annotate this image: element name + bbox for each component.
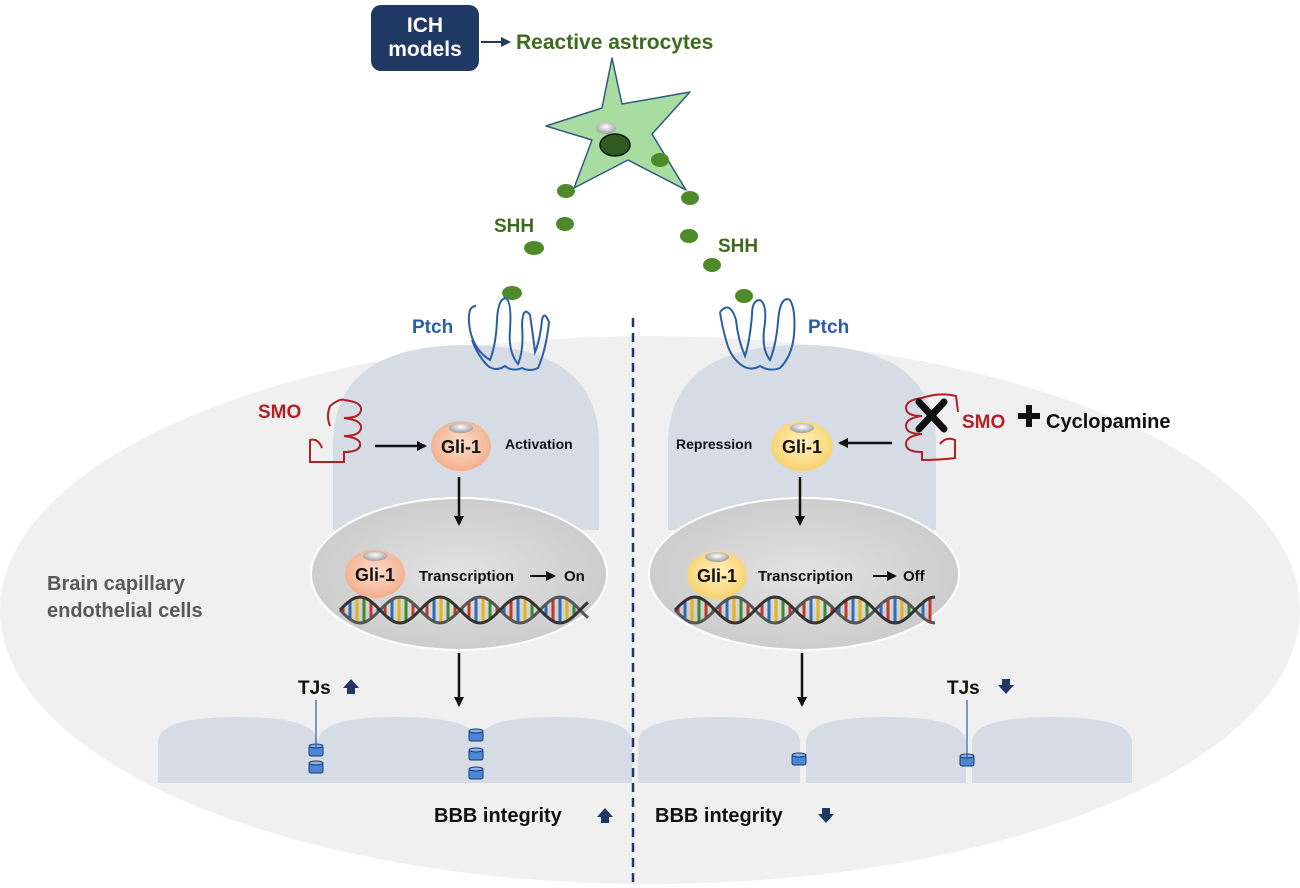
off-label: Off: [903, 568, 926, 585]
tight-junctions: [308, 728, 975, 780]
junction-cells: [158, 717, 1132, 783]
bbb-down-arrow-icon: [818, 808, 834, 823]
ich-models-line1: ICH: [406, 14, 444, 37]
shh-dots: [502, 153, 753, 303]
reactive-astrocyte: [545, 57, 691, 191]
gli1-right-top-label: Gli-1: [782, 437, 822, 457]
tjs-left-label: TJs: [298, 678, 331, 699]
ptch-receptor-left: [467, 296, 551, 371]
cell-label-line2: endothelial cells: [47, 600, 203, 622]
bbb-up-arrow-icon: [597, 808, 613, 823]
repression-label: Repression: [676, 436, 752, 452]
gli1-left-nucleus: [345, 550, 405, 598]
reactive-astrocytes-label: Reactive astrocytes: [516, 31, 713, 54]
gli1-left-top-label: Gli-1: [441, 437, 481, 457]
cyclopamine-block-icon: [915, 398, 948, 433]
tjs-down-arrow-icon: [998, 679, 1014, 694]
ptch-receptor-right: [719, 298, 796, 371]
gli1-left-cytoplasm: [431, 421, 491, 471]
plus-icon: [1018, 405, 1040, 427]
tjs-up-arrow-icon: [343, 679, 359, 694]
shh-left-label: SHH: [494, 216, 534, 237]
cyclopamine-label: Cyclopamine: [1046, 411, 1170, 433]
shh-right-label: SHH: [718, 236, 758, 257]
bbb-right-label: BBB integrity: [655, 805, 784, 827]
dna-helix-right: [673, 595, 936, 625]
bbb-left-label: BBB integrity: [434, 805, 563, 827]
ich-models-box: ICH models: [371, 5, 479, 71]
smo-receptor-right: [904, 393, 959, 462]
gli1-right-nucleus-label: Gli-1: [697, 566, 737, 586]
on-label: On: [564, 568, 585, 585]
cell-label-line1: Brain capillary: [47, 573, 186, 595]
gli1-right-nucleus: [687, 551, 747, 599]
smo-left-label: SMO: [258, 402, 301, 423]
activation-label: Activation: [505, 436, 573, 452]
tjs-right-label: TJs: [947, 678, 980, 699]
dna-helix-left: [338, 595, 589, 625]
ptch-left-label: Ptch: [412, 317, 453, 338]
smo-right-label: SMO: [962, 412, 1005, 433]
ptch-right-label: Ptch: [808, 317, 849, 338]
ich-models-line2: models: [388, 38, 462, 61]
smo-receptor-left: [309, 398, 363, 463]
gli1-right-cytoplasm: [771, 421, 833, 471]
gli1-left-nucleus-label: Gli-1: [355, 565, 395, 585]
transcription-left-label: Transcription: [419, 568, 514, 585]
transcription-right-label: Transcription: [758, 568, 853, 585]
